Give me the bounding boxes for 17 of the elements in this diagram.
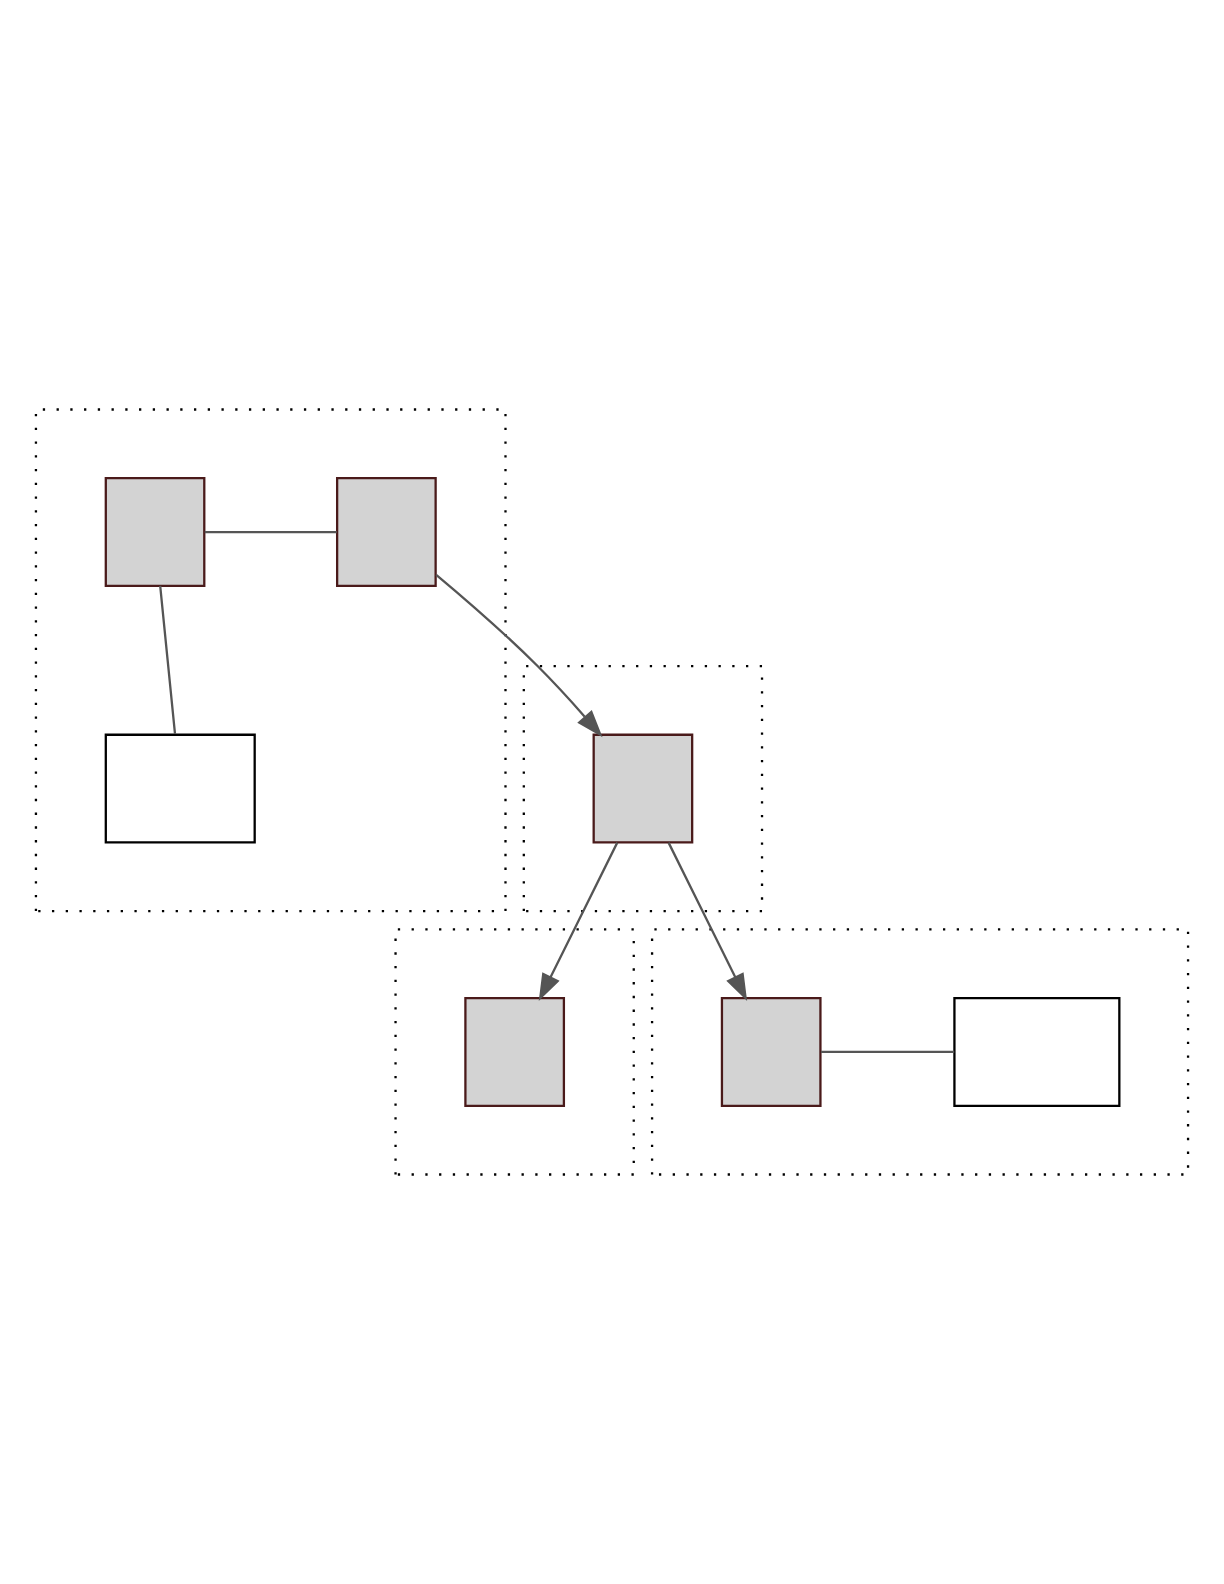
arrow	[538, 842, 619, 1002]
arrow	[667, 842, 748, 1002]
connector	[204, 530, 337, 534]
node-box	[592, 733, 694, 844]
cluster	[522, 664, 764, 913]
node-box	[953, 997, 1121, 1107]
cluster	[650, 928, 1190, 1176]
arrow	[435, 573, 603, 738]
node-box	[104, 733, 256, 844]
connector	[159, 585, 177, 734]
node-box	[104, 477, 206, 587]
cluster	[34, 408, 507, 913]
node-box	[720, 997, 822, 1107]
node-box	[336, 477, 437, 587]
connector	[821, 1050, 955, 1054]
node-box	[464, 997, 566, 1107]
cluster	[394, 928, 635, 1176]
